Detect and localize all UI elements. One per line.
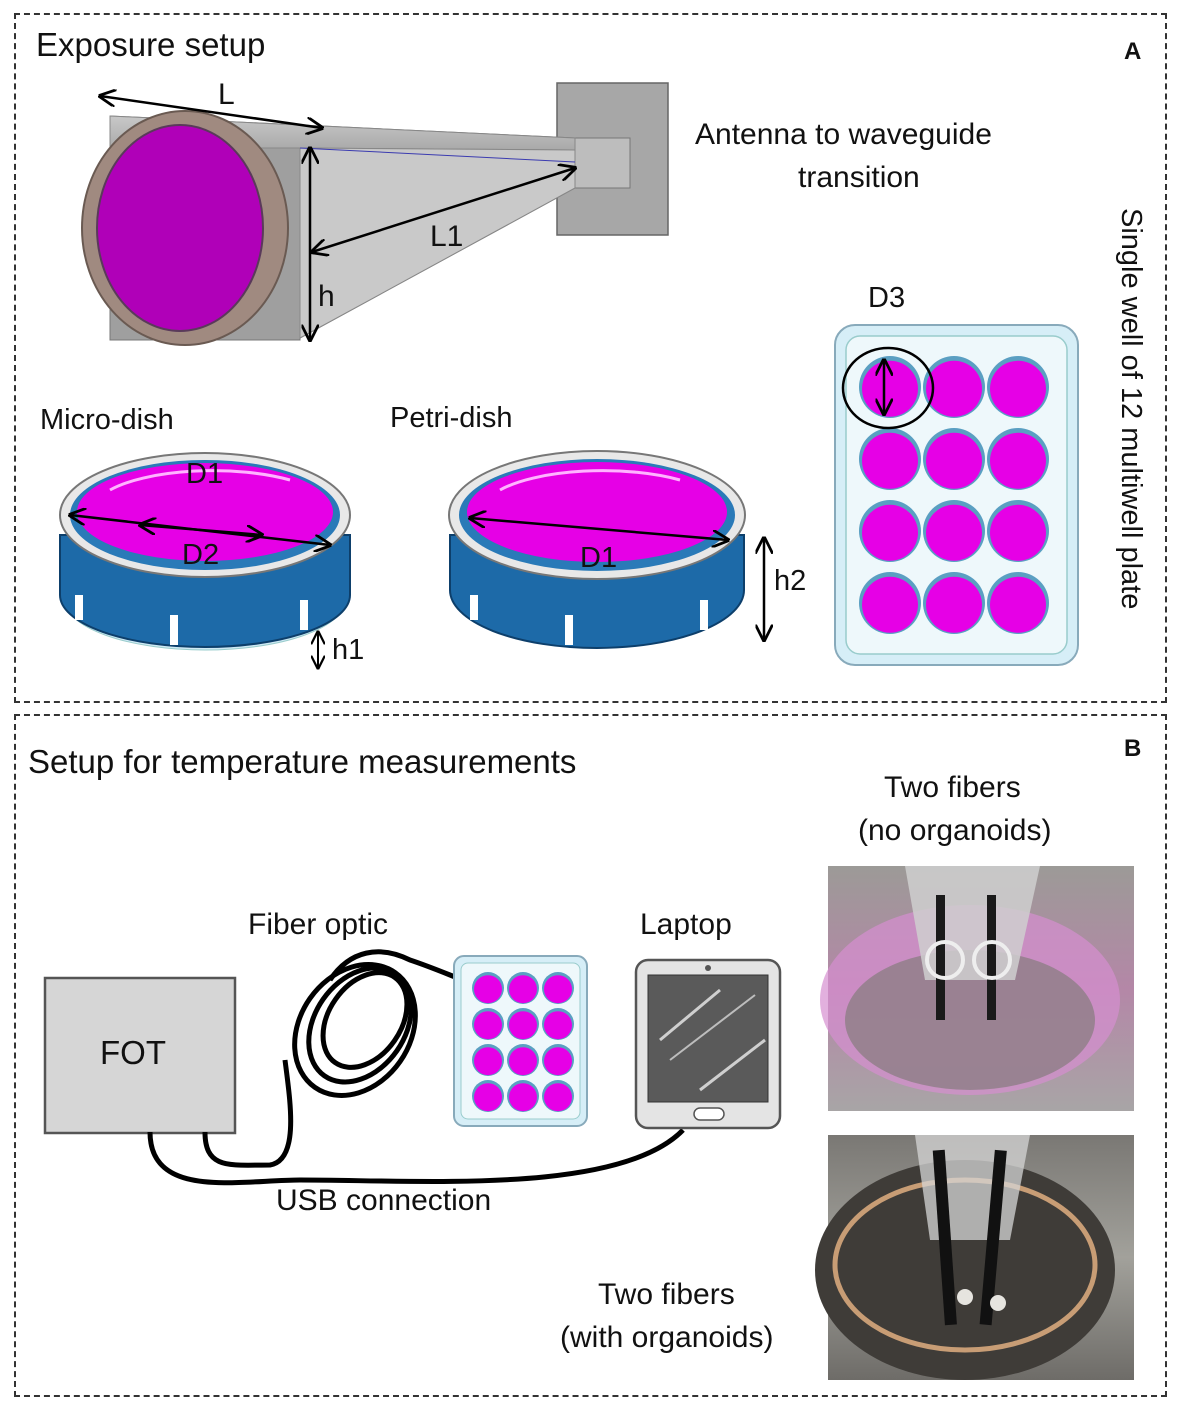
wells-group-b (472, 972, 574, 1112)
usb-cable (147, 1128, 685, 1186)
h1-label: h1 (332, 634, 365, 666)
fiber-optic-label: Fiber optic (248, 908, 389, 941)
panel-b-letter: B (1124, 735, 1142, 762)
well (509, 1011, 537, 1040)
petri-dish-title: Petri-dish (390, 402, 513, 434)
horn-aperture (96, 124, 264, 332)
usb-connection-label: USB connection (276, 1184, 492, 1217)
waveguide-stub (574, 137, 631, 189)
fot-box (43, 976, 237, 1135)
label-L: L (218, 78, 235, 111)
well (474, 975, 502, 1004)
well (926, 432, 982, 489)
micro-d1-label: D1 (186, 458, 224, 490)
photo-top-caption-line1: Two fibers (884, 771, 1021, 804)
well (862, 432, 918, 489)
photo-with-organoids (815, 1135, 1134, 1380)
well (509, 1047, 537, 1076)
fiber-coil (292, 949, 491, 1098)
well (862, 576, 918, 633)
panel-temperature-setup (14, 714, 1167, 1397)
well (474, 1011, 502, 1040)
wells-group-a (859, 356, 1049, 634)
well (990, 360, 1046, 417)
well (474, 1047, 502, 1076)
panel-b-title: Setup for temperature measurements (28, 743, 577, 780)
well (990, 504, 1046, 561)
well (544, 1011, 572, 1040)
label-h: h (318, 280, 335, 313)
well (509, 1083, 537, 1112)
photo-no-organoids (820, 866, 1134, 1111)
well-highlight-circle (841, 346, 935, 430)
fiber-cable-tail (202, 1059, 294, 1168)
well (509, 975, 537, 1004)
antenna-label-line2: transition (798, 161, 920, 194)
horn-antenna (81, 82, 669, 346)
well (544, 975, 572, 1004)
antenna-label-line1: Antenna to waveguide (695, 118, 992, 151)
well (544, 1047, 572, 1076)
laptop-label: Laptop (640, 908, 732, 941)
well (926, 360, 982, 417)
photo-bottom-caption-line1: Two fibers (598, 1278, 735, 1311)
well (926, 576, 982, 633)
panel-exposure-setup (14, 13, 1167, 703)
h2-label: h2 (774, 565, 807, 597)
vertical-well-label: Single well of 12 multiwell plate (1115, 208, 1147, 610)
dim-line-L1 (312, 168, 575, 252)
well (544, 1083, 572, 1112)
well (862, 504, 918, 561)
micro-d2-label: D2 (182, 539, 220, 571)
label-D3: D3 (868, 282, 906, 314)
laptop-tablet (634, 958, 782, 1130)
fot-label: FOT (100, 1034, 166, 1071)
panel-a-title: Exposure setup (36, 26, 266, 63)
dim-line-L (100, 96, 322, 128)
petri-d1-label: D1 (580, 542, 618, 574)
dim-line-petri-D1 (470, 518, 728, 540)
photo-top-caption-line2: (no organoids) (858, 814, 1052, 847)
photo-bottom-caption-line2: (with organoids) (560, 1321, 774, 1354)
well (474, 1083, 502, 1112)
well (990, 576, 1046, 633)
micro-dish-title: Micro-dish (40, 404, 174, 436)
label-L1: L1 (430, 220, 464, 253)
dim-line-micro-D2 (140, 525, 262, 535)
panel-a-letter: A (1124, 38, 1142, 65)
well (990, 432, 1046, 489)
well (926, 504, 982, 561)
well (862, 360, 918, 417)
